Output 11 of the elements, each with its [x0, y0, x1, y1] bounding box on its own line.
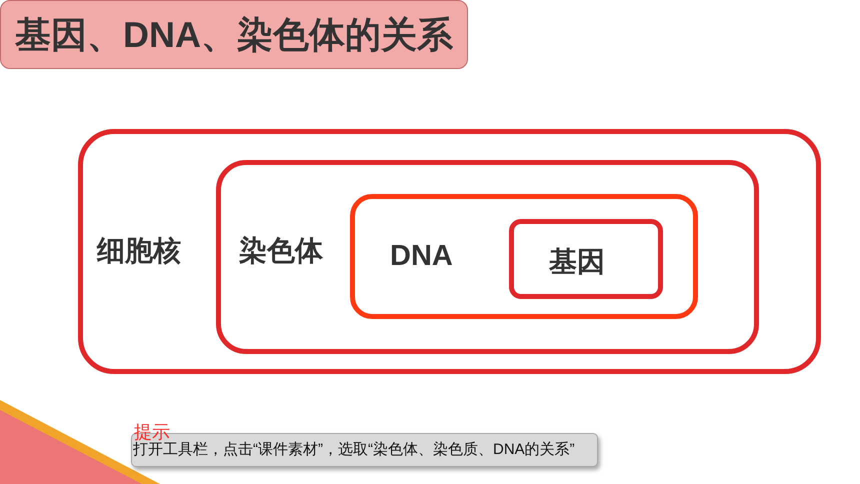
rounded-box: [350, 194, 698, 319]
node-label: 细胞核: [97, 235, 181, 266]
node-label: 染色体: [239, 235, 323, 266]
tip-text: 打开工具栏，点击“课件素材”，选取“染色体、染色质、DNA的关系”: [133, 441, 575, 458]
node-label: DNA: [390, 240, 453, 272]
rounded-box: [78, 129, 821, 374]
rounded-box: [216, 160, 759, 354]
node-label: 基因: [549, 246, 605, 277]
rounded-box: [509, 219, 663, 299]
title-banner: 基因、DNA、染色体的关系: [0, 0, 468, 69]
tip-heading: 提示: [134, 422, 170, 442]
